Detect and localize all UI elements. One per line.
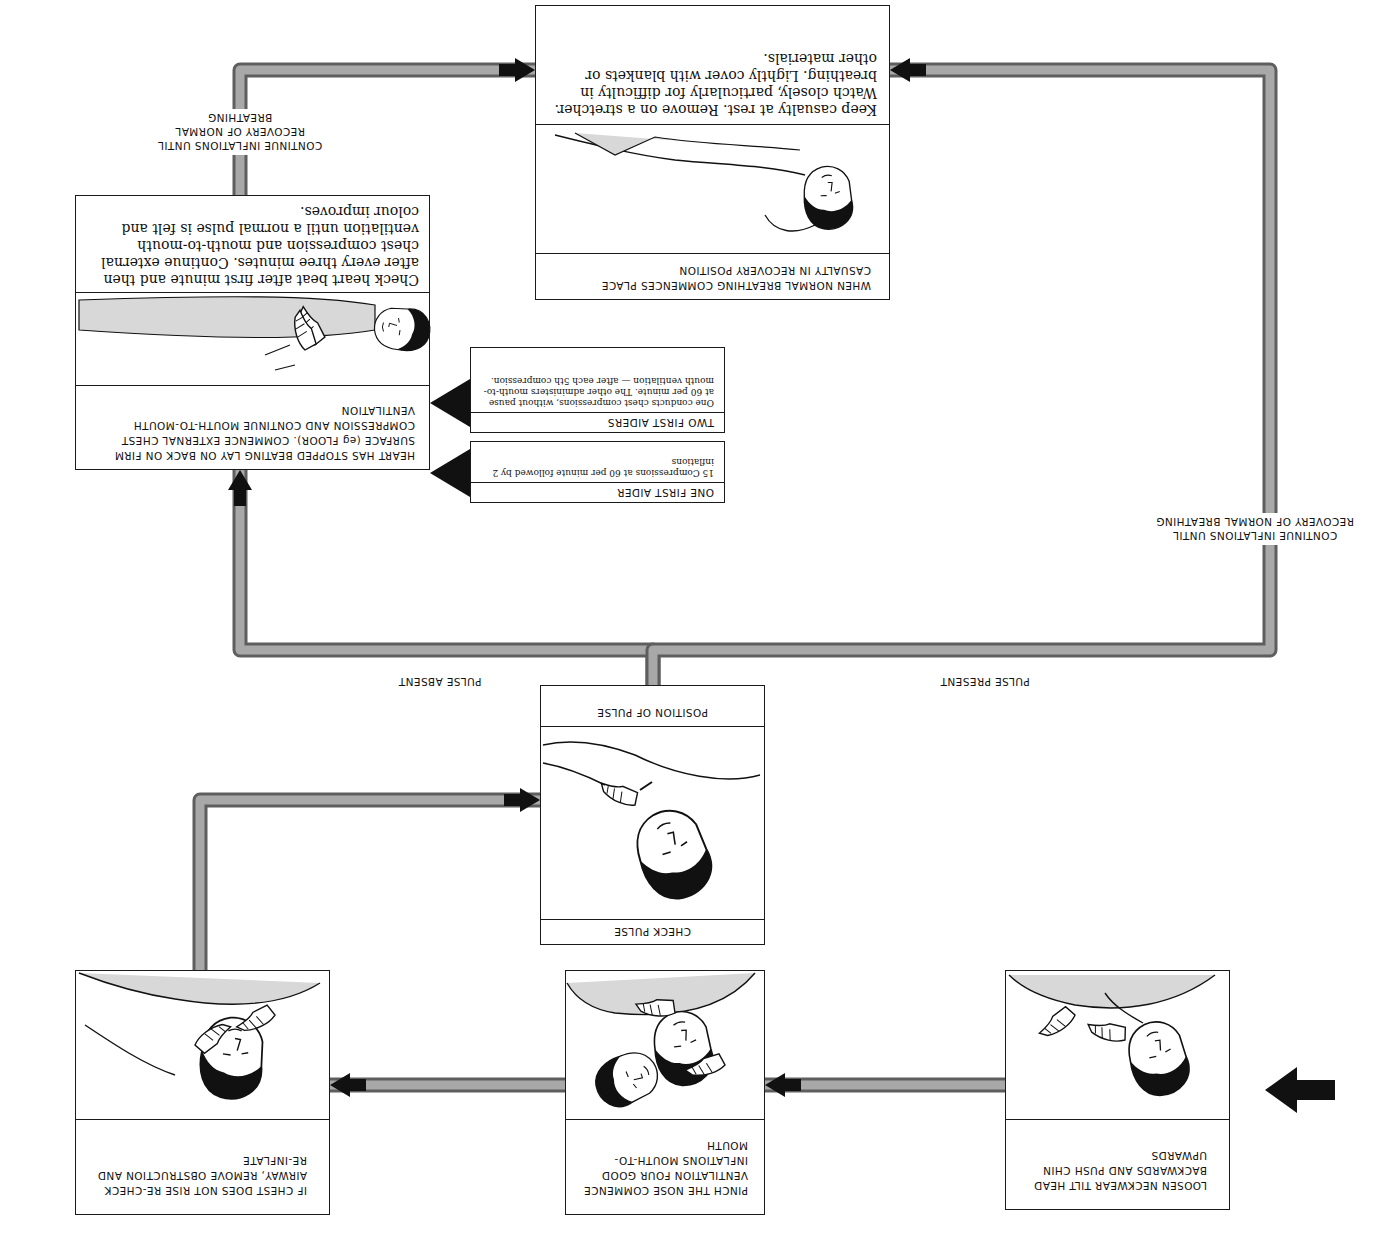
picture-area [76, 971, 329, 1119]
start-arrow [1265, 1067, 1335, 1113]
process-box: PINCH THE NOSE COMMENCE VENTILATION FOUR… [565, 970, 765, 1215]
arrow-head [499, 58, 535, 82]
picture-area [1006, 971, 1229, 1119]
box-body: One conducts chest compressions, without… [471, 348, 724, 412]
box-heading: HEART HAS STOPPED BEATING LAY ON BACK ON… [76, 385, 429, 469]
arrow-head [330, 1073, 366, 1097]
callout-box: TWO FIRST AIDERSOne conducts chest compr… [470, 347, 725, 433]
process-box: IF CHEST DOES NOT RISE RE-CHECK AIRWAY, … [75, 970, 330, 1215]
picture-area [536, 125, 889, 253]
connector-band [200, 800, 540, 970]
arrow-head [890, 58, 926, 82]
connector-band [200, 800, 540, 970]
branch-label: PULSE ABSENT [375, 675, 505, 689]
arrow-head [228, 470, 252, 506]
callout-pointer [430, 379, 470, 427]
box-heading: WHEN NORMAL BREATHING COMMENCES PLACE CA… [536, 253, 889, 299]
flow-connector [330, 1073, 565, 1097]
flow-connector [765, 1073, 1005, 1097]
flow-connector [200, 788, 540, 970]
box-body: POSITION OF PULSE [541, 687, 764, 727]
box-heading: ONE FIRST AIDER [471, 482, 724, 502]
box-heading: IF CHEST DOES NOT RISE RE-CHECK AIRWAY, … [76, 1119, 329, 1214]
box-heading: TWO FIRST AIDERS [471, 412, 724, 432]
result-box: WHEN NORMAL BREATHING COMMENCES PLACE CA… [535, 5, 890, 300]
box-heading: CHECK PULSE [541, 919, 764, 944]
arrow-head [765, 1073, 801, 1097]
box-body: 15 Compressions at 60 per minute followe… [471, 442, 724, 482]
check-box: CHECK PULSE POSITION OF PULSE [540, 685, 765, 945]
branch-label: PULSE PRESENT [920, 675, 1050, 689]
box-body: Keep casualty at rest. Remove on a stret… [536, 6, 889, 125]
picture-area [76, 293, 429, 385]
callout-box: ONE FIRST AIDER15 Compressions at 60 per… [470, 441, 725, 503]
loop-label: CONTINUE INFLATIONS UNTIL RECOVERY OF NO… [155, 109, 325, 155]
action-box: HEART HAS STOPPED BEATING LAY ON BACK ON… [75, 195, 430, 470]
box-heading: PINCH THE NOSE COMMENCE VENTILATION FOUR… [566, 1119, 764, 1214]
picture-area [566, 971, 764, 1119]
process-box: LOOSEN NECKWEAR TILT HEAD BACKWARDS AND … [1005, 970, 1230, 1210]
loop-label: CONTINUE INFLATIONS UNTIL RECOVERY OF NO… [1155, 513, 1355, 545]
picture-area [541, 727, 764, 919]
arrow-head [504, 788, 540, 812]
box-heading: LOOSEN NECKWEAR TILT HEAD BACKWARDS AND … [1006, 1119, 1229, 1209]
box-body: Check heart beat after first minute and … [76, 197, 429, 293]
callout-pointer [430, 449, 470, 497]
